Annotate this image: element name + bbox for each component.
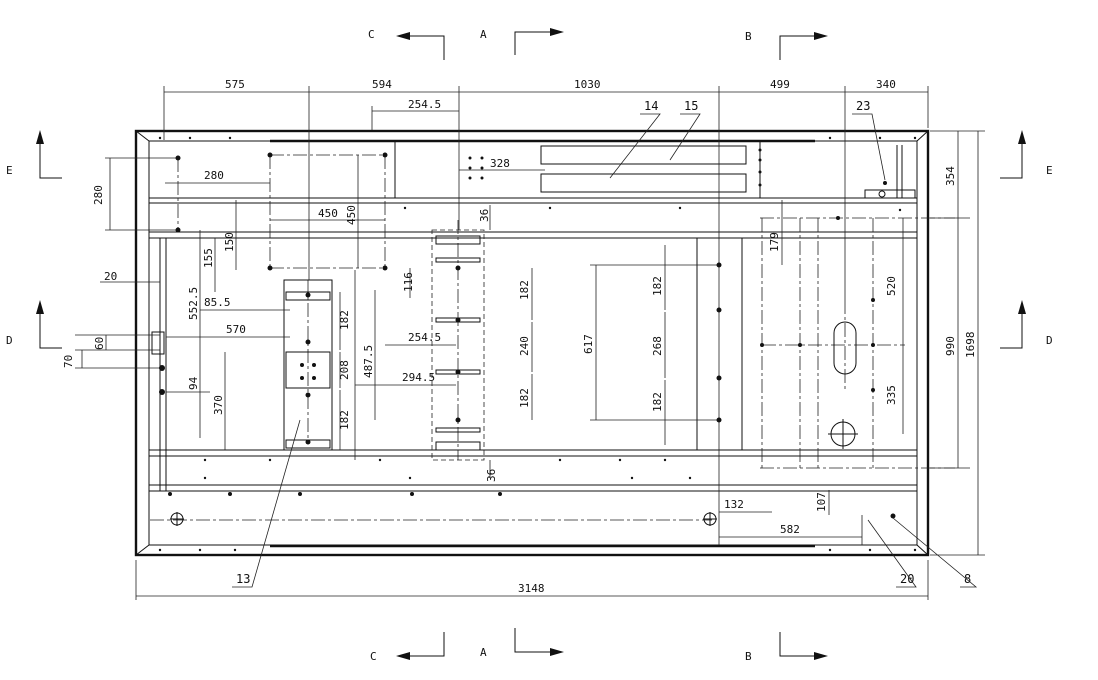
balloon-15: 15 [684, 99, 698, 113]
dim-85-5: 85.5 [204, 296, 231, 309]
section-d-left: D [6, 334, 13, 347]
dim-254-5-mid: 254.5 [408, 331, 441, 344]
dim-36-top: 36 [478, 209, 491, 222]
dim-182-d: 182 [518, 388, 531, 408]
dimension-labels: 575 594 1030 499 340 254.5 328 280 280 4… [62, 78, 977, 595]
section-c-bottom: C [370, 650, 377, 663]
dim-499: 499 [770, 78, 790, 91]
balloon-14: 14 [644, 99, 658, 113]
dim-3148: 3148 [518, 582, 545, 595]
dim-280-horizontal: 280 [204, 169, 224, 182]
section-b-bottom: B [745, 650, 752, 663]
dim-570: 570 [226, 323, 246, 336]
balloon-20: 20 [900, 572, 914, 586]
dim-487-5: 487.5 [362, 345, 375, 378]
dim-240: 240 [518, 336, 531, 356]
dim-450-horizontal: 450 [318, 207, 338, 220]
dim-208: 208 [338, 360, 351, 380]
dim-335: 335 [885, 385, 898, 405]
section-b-top: B [745, 30, 752, 43]
dim-179: 179 [768, 232, 781, 252]
section-d-right: D [1046, 334, 1053, 347]
section-e-right: E [1046, 164, 1053, 177]
dim-552-5: 552.5 [187, 287, 200, 320]
balloon-23: 23 [856, 99, 870, 113]
dim-182-b: 182 [338, 410, 351, 430]
dim-354: 354 [944, 166, 957, 186]
dim-575: 575 [225, 78, 245, 91]
dim-70: 70 [62, 355, 75, 368]
bolt-holes [158, 136, 917, 552]
dim-1698: 1698 [964, 332, 977, 359]
dim-328: 328 [490, 157, 510, 170]
dim-36-bottom: 36 [485, 469, 498, 482]
dim-155: 155 [202, 248, 215, 268]
dim-107: 107 [815, 492, 828, 512]
dim-370: 370 [212, 395, 225, 415]
part-balloons: 14 15 23 13 20 8 [232, 99, 978, 588]
dim-520: 520 [885, 276, 898, 296]
component-blocks [151, 229, 858, 526]
dim-254-5-top: 254.5 [408, 98, 441, 111]
dim-1030: 1030 [574, 78, 601, 91]
dim-450-vertical: 450 [345, 205, 358, 225]
section-a-top: A [480, 28, 487, 41]
section-markers: C A B C A B E D E D [6, 28, 1053, 663]
frame-outline [134, 129, 930, 557]
dim-340: 340 [876, 78, 896, 91]
dim-150: 150 [223, 232, 236, 252]
dim-60: 60 [93, 337, 106, 350]
dim-20-left: 20 [104, 270, 117, 283]
dim-94: 94 [187, 376, 200, 390]
section-e-left: E [6, 164, 13, 177]
dim-116: 116 [402, 272, 415, 292]
dim-182-a: 182 [338, 310, 351, 330]
dim-582: 582 [780, 523, 800, 536]
dim-990: 990 [944, 336, 957, 356]
balloon-13: 13 [236, 572, 250, 586]
dim-617: 617 [582, 334, 595, 354]
dim-594: 594 [372, 78, 392, 91]
dim-132: 132 [724, 498, 744, 511]
dim-268: 268 [651, 336, 664, 356]
balloon-8: 8 [964, 572, 971, 586]
section-a-bottom: A [480, 646, 487, 659]
dim-182-c: 182 [518, 280, 531, 300]
dim-280-vertical: 280 [92, 185, 105, 205]
section-c-top: C [368, 28, 375, 41]
dim-182-e: 182 [651, 276, 664, 296]
dim-182-f: 182 [651, 392, 664, 412]
dimension-lines [75, 86, 985, 600]
dim-294-5: 294.5 [402, 371, 435, 384]
